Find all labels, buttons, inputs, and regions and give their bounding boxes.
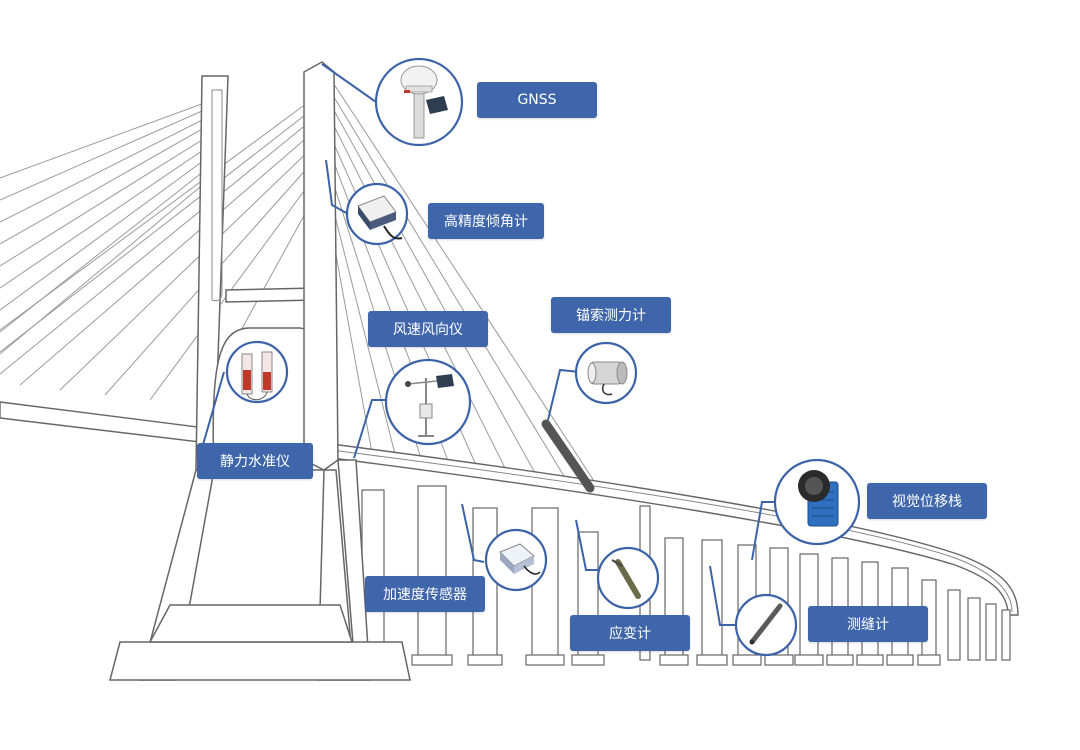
label-gnss: GNSS bbox=[477, 82, 597, 118]
label-accelerometer: 加速度传感器 bbox=[365, 576, 485, 612]
label-static-level: 静力水准仪 bbox=[197, 443, 313, 479]
label-cable-force: 锚索测力计 bbox=[551, 297, 671, 333]
label-anemometer: 风速风向仪 bbox=[368, 311, 488, 347]
pylon bbox=[109, 61, 411, 681]
visual-displacement-icon bbox=[798, 470, 839, 527]
label-crack: 测缝计 bbox=[808, 606, 928, 642]
anemometer-icon bbox=[405, 374, 454, 437]
cable-force-icon bbox=[587, 361, 628, 396]
static-level-icon bbox=[241, 351, 273, 401]
cable-sensor-body bbox=[541, 419, 595, 493]
label-strain: 应变计 bbox=[570, 615, 690, 651]
inclinometer-icon bbox=[357, 195, 403, 240]
label-visual-displacement: 视觉位移栈 bbox=[867, 483, 987, 519]
gnss-antenna-icon bbox=[400, 65, 448, 139]
accelerometer-icon bbox=[499, 543, 541, 575]
strain-gauge-icon bbox=[611, 559, 641, 599]
label-inclinometer: 高精度倾角计 bbox=[428, 203, 544, 239]
callout-lines bbox=[201, 63, 776, 626]
crack-meter-icon bbox=[749, 603, 783, 645]
